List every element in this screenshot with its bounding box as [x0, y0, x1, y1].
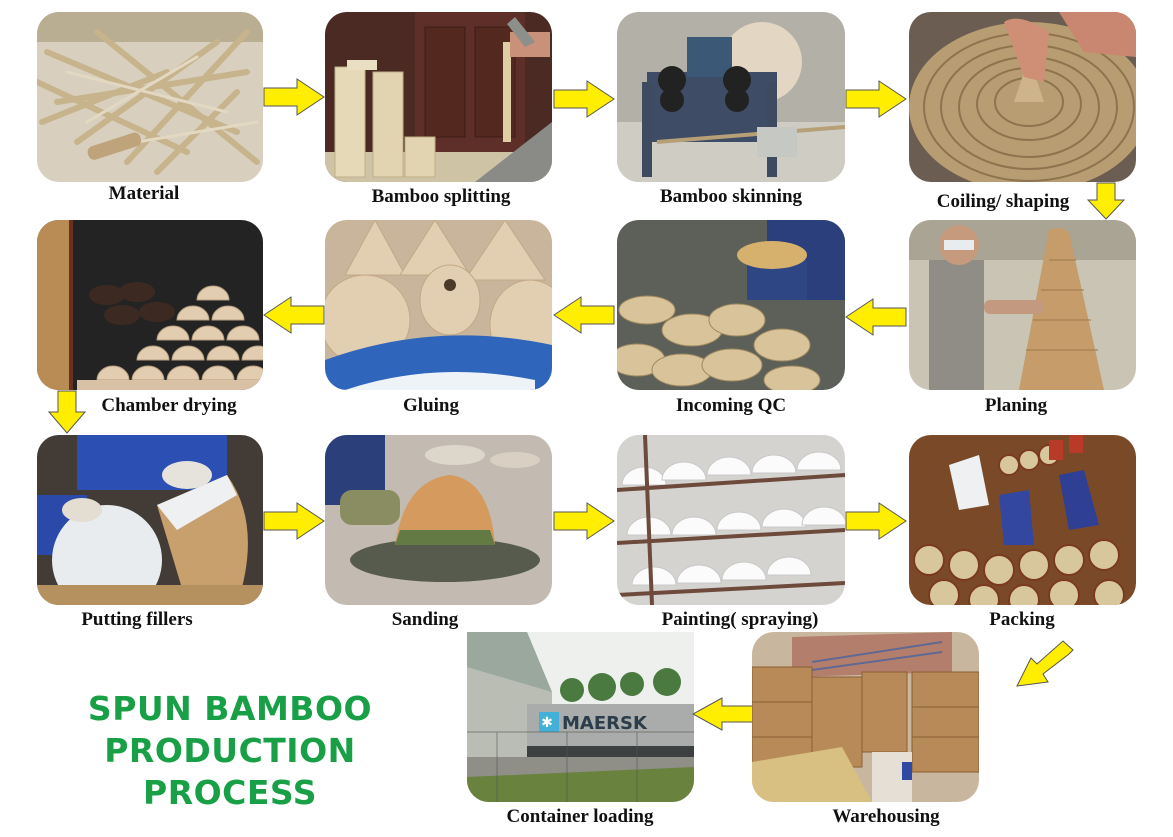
arrow-down-icon — [1087, 182, 1125, 220]
arrow-left-icon — [845, 298, 907, 336]
photo-putting-fillers — [37, 435, 263, 605]
photo-material — [37, 12, 263, 182]
step-label-packing: Packing — [989, 609, 1055, 630]
photo-painting-spraying — [617, 435, 845, 605]
arrow-right-icon — [553, 502, 615, 540]
step-label-bamboo-skinning: Bamboo skinning — [659, 186, 803, 207]
arrow-right-icon — [263, 502, 325, 540]
maersk-logo-text: MAERSK — [562, 713, 648, 734]
step-label-gluing: Gluing — [403, 395, 459, 416]
arrow-right-icon — [263, 78, 325, 116]
photo-warehousing — [752, 632, 979, 802]
photo-incoming-qc — [617, 220, 845, 390]
photo-packing — [909, 435, 1136, 605]
arrow-right-icon — [845, 502, 907, 540]
title-line-2: PRODUCTION PROCESS — [104, 731, 356, 812]
step-label-warehousing: Warehousing — [832, 806, 940, 827]
arrow-right-icon — [553, 80, 615, 118]
arrow-left-icon — [263, 296, 325, 334]
step-label-painting-spraying: Painting( spraying) — [661, 609, 819, 630]
step-label-container-loading: Container loading — [506, 806, 654, 827]
photo-planing — [909, 220, 1136, 390]
arrow-left-icon — [553, 296, 615, 334]
arrow-left-icon — [692, 697, 754, 731]
step-label-material: Material — [108, 183, 180, 204]
photo-container-loading: ✱ MAERSK — [467, 632, 694, 802]
title-line-1: SPUN BAMBOO — [87, 689, 373, 728]
svg-text:✱: ✱ — [541, 715, 553, 731]
arrow-down-icon — [48, 390, 86, 434]
arrow-down-left-icon — [1016, 640, 1074, 687]
photo-gluing — [325, 220, 552, 390]
page-title: SPUN BAMBOO PRODUCTION PROCESS — [40, 688, 420, 814]
photo-chamber-drying — [37, 220, 263, 390]
photo-sanding — [325, 435, 552, 605]
step-label-chamber-drying: Chamber drying — [101, 395, 237, 416]
step-label-planing: Planing — [984, 395, 1048, 416]
photo-bamboo-skinning — [617, 12, 845, 182]
step-label-coiling-shaping: Coiling/ shaping — [936, 191, 1070, 212]
arrow-right-icon — [845, 80, 907, 118]
photo-coiling-shaping — [909, 12, 1136, 182]
step-label-incoming-qc: Incoming QC — [675, 395, 787, 416]
photo-bamboo-splitting — [325, 12, 552, 182]
step-label-bamboo-splitting: Bamboo splitting — [371, 186, 511, 207]
step-label-putting-fillers: Putting fillers — [81, 609, 193, 630]
step-label-sanding: Sanding — [391, 609, 459, 630]
